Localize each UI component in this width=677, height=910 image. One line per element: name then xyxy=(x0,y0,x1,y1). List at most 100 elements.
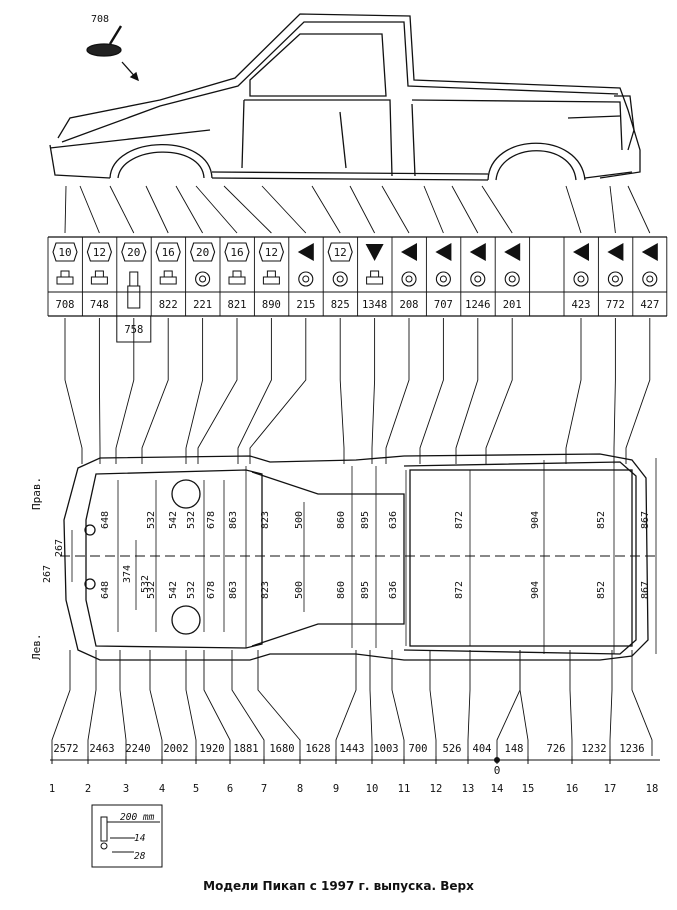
point-number-7: 7 xyxy=(261,783,267,795)
hex-symbol-icon xyxy=(258,242,284,262)
part-number: 890 xyxy=(262,299,281,311)
half-width-upper-6: 863 xyxy=(228,511,239,529)
ring-icon xyxy=(298,271,314,287)
point-number-12: 12 xyxy=(430,783,443,795)
inset-dim: 200 mm xyxy=(120,812,155,823)
half-width-upper-7: 823 xyxy=(260,511,271,529)
point-number-11: 11 xyxy=(398,783,411,795)
leader-lines xyxy=(51,185,653,756)
origin-label: 0 xyxy=(494,764,501,777)
part-number: 707 xyxy=(434,299,453,311)
half-width-upper-14: 852 xyxy=(596,511,607,529)
point-number-13: 13 xyxy=(462,783,475,795)
rear-wheel-arch xyxy=(487,142,586,181)
half-width-upper-12: 872 xyxy=(454,511,465,529)
part-number: 208 xyxy=(400,299,419,311)
half-width-lower-7: 823 xyxy=(260,581,271,599)
inset-a: 14 xyxy=(134,833,146,844)
half-width-lower-10: 895 xyxy=(360,581,371,599)
half-width-lower-13: 904 xyxy=(530,581,541,599)
long-dim-2: 2463 xyxy=(89,743,114,755)
part-number: 772 xyxy=(606,299,625,311)
plug-icon xyxy=(60,270,70,278)
ring-icon xyxy=(332,271,348,287)
ring-icon xyxy=(573,271,589,287)
part-number: 423 xyxy=(572,299,591,311)
triangle-left-icon xyxy=(435,243,452,261)
inset-b: 28 xyxy=(134,851,146,862)
triangle-left-icon xyxy=(297,243,314,261)
point-column-18: 427 xyxy=(632,237,668,316)
origin-marker xyxy=(494,757,500,763)
point-number-18: 18 xyxy=(646,783,659,795)
half-width-upper-9: 860 xyxy=(336,511,347,529)
front-offset-2: 267 xyxy=(54,539,65,557)
triangle-left-icon xyxy=(504,243,521,261)
plug-icon xyxy=(370,270,380,278)
point-number-3: 3 xyxy=(123,783,129,795)
hex-symbol-icon xyxy=(224,242,250,262)
front-left-tower xyxy=(171,605,201,635)
plan-view xyxy=(60,453,660,661)
plug-icon xyxy=(163,270,173,278)
triangle-left-icon xyxy=(469,243,486,261)
part-number: 1348 xyxy=(362,299,387,311)
hex-symbol-icon xyxy=(190,242,216,262)
symbol-label: 12 xyxy=(265,246,278,259)
half-width-upper-8: 500 xyxy=(294,511,305,529)
half-width-upper-3: 542 xyxy=(168,511,179,529)
ring-icon xyxy=(607,271,623,287)
plan-outline xyxy=(63,453,649,661)
part-number: 708 xyxy=(56,299,75,311)
point-number-8: 8 xyxy=(297,783,303,795)
hex-symbol-icon xyxy=(86,242,112,262)
long-dim-17: 1236 xyxy=(619,743,644,755)
point-column-17: 772 xyxy=(597,237,625,316)
half-width-lower-11: 636 xyxy=(388,581,399,599)
long-dim-7: 1680 xyxy=(269,743,294,755)
point-number-6: 6 xyxy=(227,783,233,795)
ring-icon xyxy=(435,271,451,287)
half-width-lower-5: 678 xyxy=(206,581,217,599)
point-number-10: 10 xyxy=(366,783,379,795)
long-dim-11: 700 xyxy=(409,743,428,755)
long-dim-1: 2572 xyxy=(53,743,78,755)
point-number-5: 5 xyxy=(193,783,199,795)
point-number-17: 17 xyxy=(604,783,617,795)
ring-icon xyxy=(642,271,658,287)
side-label-left: Лев. xyxy=(30,634,43,661)
point-column-10: 1348 xyxy=(357,237,387,316)
point-column-7: 12 890 xyxy=(253,237,284,316)
point-column-11: 208 xyxy=(391,237,419,316)
half-width-upper-5: 678 xyxy=(206,511,217,529)
cab-roof-outline xyxy=(57,13,641,179)
point-number-16: 16 xyxy=(566,783,579,795)
point-number-4: 4 xyxy=(159,783,165,795)
front-misc-1: 374 xyxy=(122,565,133,583)
plug-icon xyxy=(266,270,276,278)
half-width-lower-9: 860 xyxy=(336,581,347,599)
long-dim-5: 1920 xyxy=(199,743,224,755)
hex-symbol-icon xyxy=(327,242,353,262)
half-width-upper-4: 532 xyxy=(186,511,197,529)
half-width-upper-13: 904 xyxy=(530,511,541,529)
triangle-left-icon xyxy=(573,243,589,261)
half-width-upper-1: 648 xyxy=(100,511,111,529)
part-708-icon xyxy=(86,25,140,82)
half-width-lower-8: 500 xyxy=(294,581,305,599)
side-view xyxy=(49,13,641,181)
symbol-label: 12 xyxy=(334,246,347,259)
ring-icon xyxy=(470,271,486,287)
front-offset-1: 267 xyxy=(42,565,53,583)
long-dim-14: 148 xyxy=(505,743,524,755)
hex-symbol-icon xyxy=(155,242,181,262)
symbol-label: 16 xyxy=(162,246,175,259)
half-width-upper-11: 636 xyxy=(388,511,399,529)
half-width-upper-15: 867 xyxy=(640,511,651,529)
ring-icon xyxy=(504,271,520,287)
